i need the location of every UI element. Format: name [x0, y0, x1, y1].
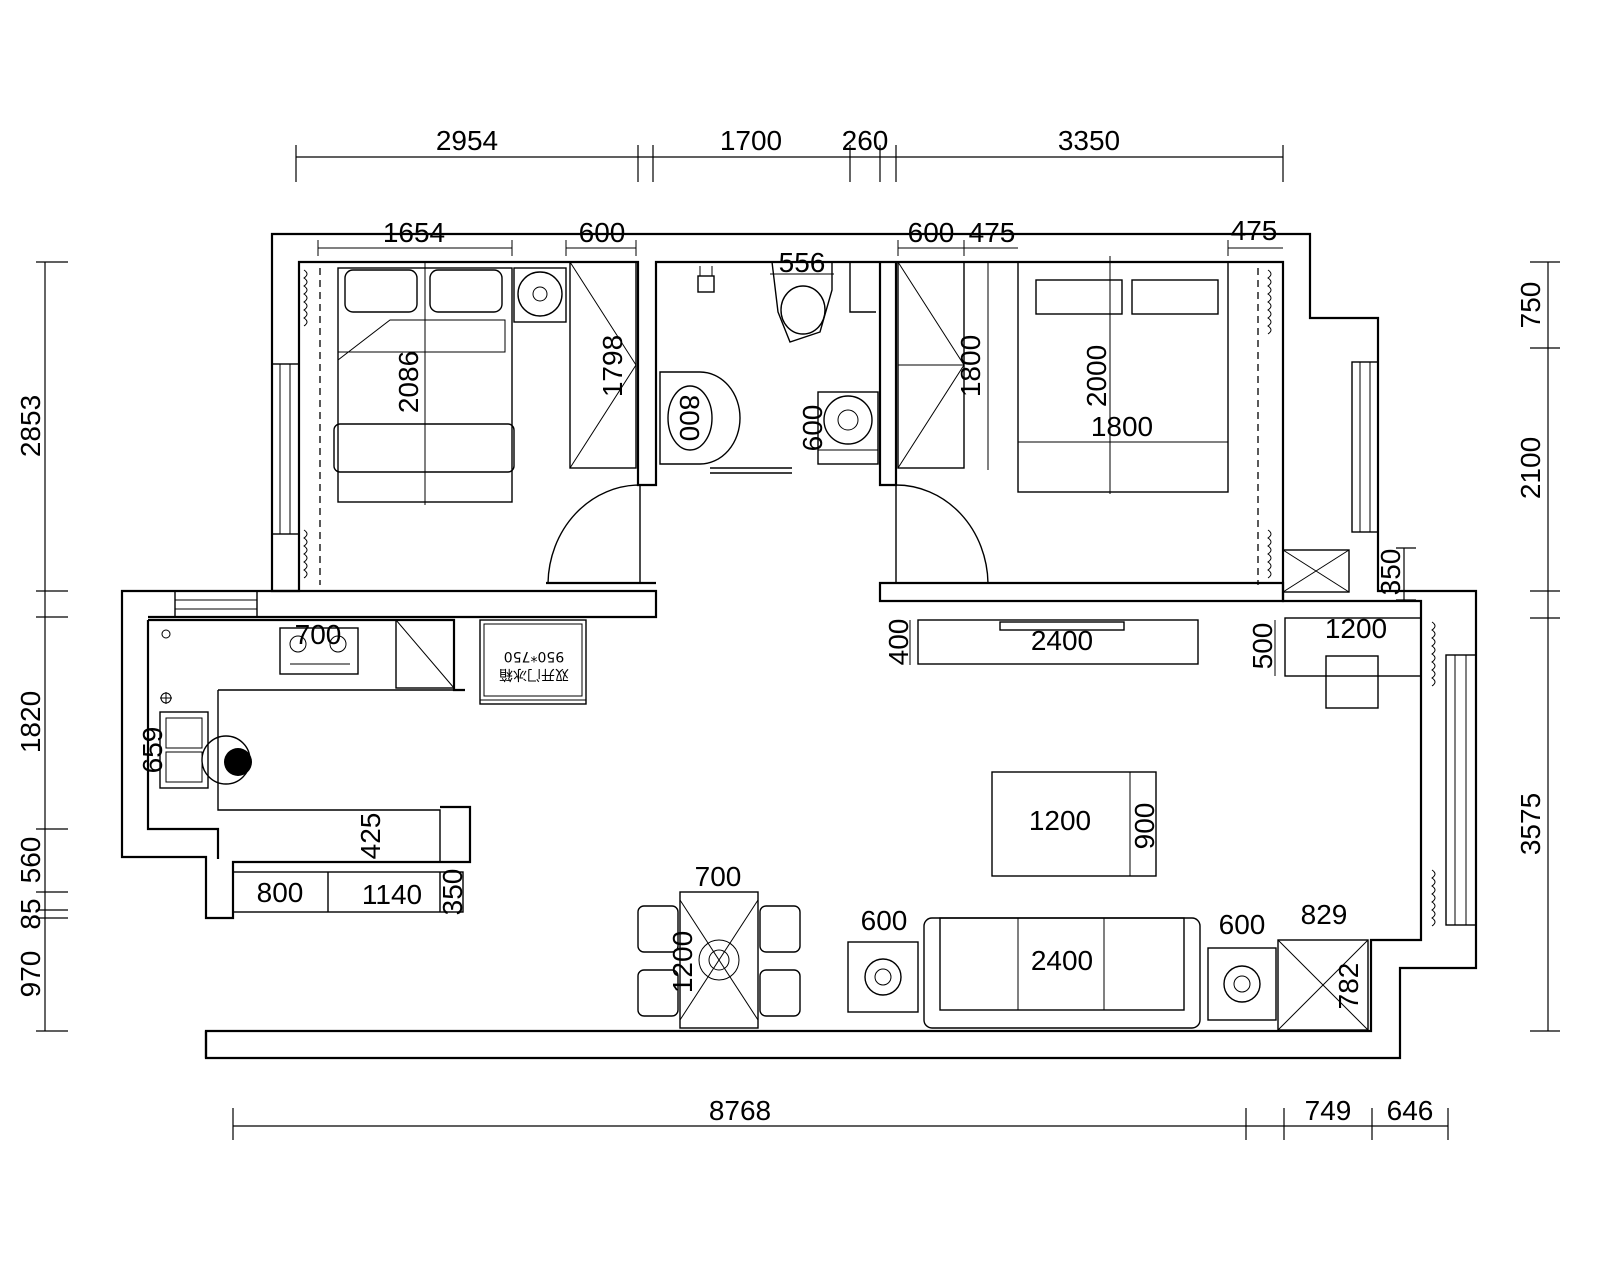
dimension-labels: 2954 1700 260 3350 8768 749 646 2853 182… — [15, 125, 1546, 1126]
wardrobe-right — [897, 240, 989, 470]
exterior-walls — [120, 232, 1478, 1060]
bathroom-fixtures — [659, 261, 879, 465]
label-toilet-width: 556 — [779, 247, 826, 278]
label-cabinet-829: 829 — [1301, 899, 1348, 930]
label-bed2-length: 2000 — [1081, 345, 1112, 407]
dim-top-260: 260 — [842, 125, 889, 156]
label-dining-length: 1200 — [667, 931, 698, 993]
label-cabinet-782: 782 — [1333, 963, 1364, 1010]
tv-cabinet — [909, 619, 1199, 665]
dim-bottom-749: 749 — [1305, 1095, 1352, 1126]
coffee-table — [991, 771, 1157, 877]
windows — [174, 361, 1477, 926]
dim-top-3350: 3350 — [1058, 125, 1120, 156]
label-desk-depth: 500 — [1247, 623, 1278, 670]
dim-bottom-646: 646 — [1387, 1095, 1434, 1126]
kitchen — [159, 619, 587, 913]
sofa — [923, 917, 1201, 1029]
label-sofa-width: 2400 — [1031, 945, 1093, 976]
label-desk-width: 1200 — [1325, 613, 1387, 644]
dim-right-750: 750 — [1515, 282, 1546, 329]
label-coffee-table-width: 1200 — [1029, 805, 1091, 836]
label-sink-width: 659 — [137, 727, 168, 774]
dim-right-350: 350 — [1375, 549, 1406, 596]
label-tv-cabinet-depth: 400 — [883, 619, 914, 666]
curtains — [303, 268, 1436, 930]
label-wardrobe2-length: 1800 — [955, 335, 986, 397]
label-bed1-length: 2086 — [393, 351, 424, 413]
wardrobe-left — [565, 240, 637, 469]
dimension-lines — [36, 145, 1560, 1140]
label-side-table-left: 600 — [861, 905, 908, 936]
label-counter-depth: 425 — [355, 813, 386, 860]
label-dining-width: 700 — [695, 861, 742, 892]
dim-top-1700: 1700 — [720, 125, 782, 156]
dim-left-2853: 2853 — [15, 395, 46, 457]
side-tables — [847, 939, 1369, 1031]
furniture-labels: 1654 600 2086 1798 556 800 600 600 475 4… — [137, 215, 1387, 1009]
balcony-box — [1282, 549, 1350, 593]
dim-bottom-8768: 8768 — [709, 1095, 771, 1126]
desk — [1274, 617, 1422, 709]
label-stove-width: 700 — [295, 619, 342, 650]
bed-right — [964, 240, 1283, 494]
label-washbasin: 800 — [674, 395, 705, 442]
label-cabinet-800: 800 — [257, 877, 304, 908]
label-bed2-width: 1800 — [1091, 411, 1153, 442]
dim-right-2100: 2100 — [1515, 437, 1546, 499]
label-gap-475-right: 475 — [1231, 215, 1278, 246]
dim-left-560: 560 — [15, 837, 46, 884]
label-side-table-right: 600 — [1219, 909, 1266, 940]
label-washer: 600 — [797, 405, 828, 452]
label-wardrobe2-width: 600 — [908, 217, 955, 248]
label-gap-475-left: 475 — [969, 217, 1016, 248]
label-appliance-name: 双开门冰箱 — [499, 666, 569, 682]
dining-table — [637, 891, 801, 1029]
label-wardrobe1-width: 600 — [579, 217, 626, 248]
label-bed1-width: 1654 — [383, 217, 445, 248]
doors — [547, 467, 989, 584]
label-coffee-table-depth: 900 — [1129, 803, 1160, 850]
dim-left-1820: 1820 — [15, 691, 46, 753]
label-wardrobe1-length: 1798 — [597, 335, 628, 397]
dim-right-3575: 3575 — [1515, 793, 1546, 855]
label-tv-cabinet-width: 2400 — [1031, 625, 1093, 656]
label-appliance-size: 950*750 — [504, 648, 564, 664]
label-cabinet-1140: 1140 — [362, 879, 422, 910]
nightstand-left — [513, 267, 567, 323]
bed-left — [317, 240, 515, 505]
label-cabinet-350: 350 — [437, 869, 468, 916]
dim-left-970: 970 — [15, 951, 46, 998]
dim-left-85: 85 — [15, 898, 46, 929]
dim-top-2954: 2954 — [436, 125, 498, 156]
